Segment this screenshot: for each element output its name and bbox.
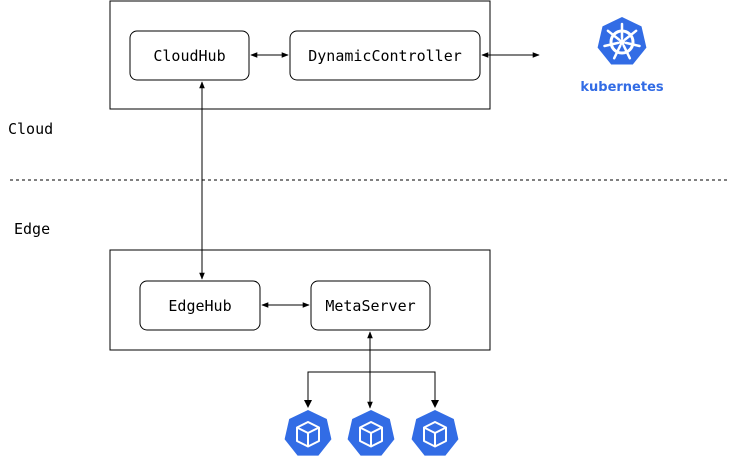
cloudhub-node[interactable]: CloudHub [129,30,250,81]
cloud-zone-label: Cloud [8,120,53,138]
edge-zone-label: Edge [14,220,50,238]
metaserver-label: MetaServer [325,297,415,315]
kubernetes-pod-icon [284,410,332,456]
kubernetes-pod-icon [411,410,459,456]
metaserver-pods-connectors [304,331,439,409]
edgehub-label: EdgeHub [168,297,231,315]
dynamic-controller-label: DynamicController [308,47,462,65]
dynamic-controller-node[interactable]: DynamicController [289,30,481,81]
kubernetes-pod-icon [347,410,395,456]
kubernetes-logo-text: kubernetes [580,80,664,95]
cloudhub-label: CloudHub [153,47,225,65]
edgehub-node[interactable]: EdgeHub [139,280,261,331]
kubernetes-logo: kubernetes [580,17,664,95]
pod-icon-group [284,410,459,456]
metaserver-node[interactable]: MetaServer [310,280,431,331]
kubernetes-helm-icon [597,17,647,65]
